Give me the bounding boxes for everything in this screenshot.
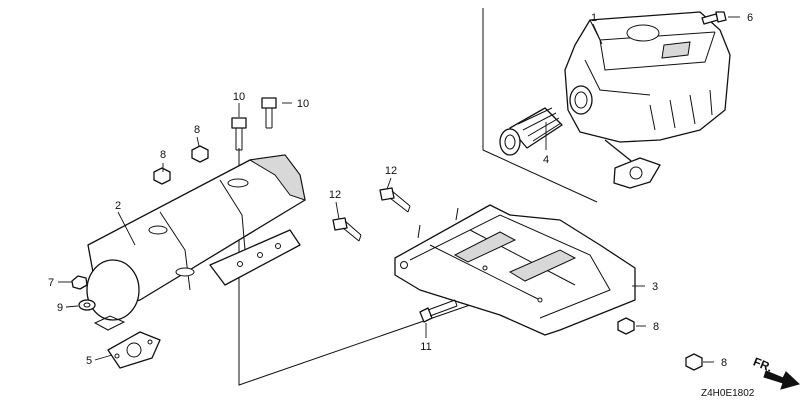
washer-9[interactable]	[78, 299, 96, 311]
muffler-stay[interactable]	[394, 204, 636, 336]
callouts: 1 6 4 2 3 5 7 9 8 8 8 8 10 10 12 12 11	[48, 12, 753, 369]
exhaust-gasket[interactable]	[107, 331, 161, 369]
inset-frame	[482, 8, 598, 203]
callout-12-b: 12	[329, 189, 341, 201]
nut-8-lone[interactable]	[685, 353, 703, 371]
callout-5: 5	[86, 355, 92, 367]
bolt-10-vertical[interactable]	[231, 117, 247, 151]
callout-8-d: 8	[721, 357, 727, 369]
spark-arrester[interactable]	[499, 107, 563, 156]
bolt-12-lower[interactable]	[332, 217, 362, 242]
callout-8-c: 8	[653, 321, 659, 333]
callout-4: 4	[543, 154, 549, 166]
callout-12-a: 12	[385, 165, 397, 177]
bolt-11[interactable]	[419, 299, 458, 323]
muffler-protector[interactable]	[86, 154, 306, 321]
callout-10-b: 10	[297, 98, 309, 110]
nut-7[interactable]	[71, 275, 88, 290]
nut-8-upper[interactable]	[191, 145, 209, 163]
muffler[interactable]	[564, 11, 731, 189]
callout-11: 11	[420, 341, 431, 353]
bolt-12-upper[interactable]	[379, 187, 411, 213]
callout-10-a: 10	[233, 91, 245, 103]
callout-7: 7	[48, 277, 54, 289]
front-direction-indicator: FR.	[751, 355, 800, 390]
front-arrow-icon	[763, 370, 800, 390]
bolt-6[interactable]	[701, 11, 727, 25]
callout-2: 2	[115, 200, 121, 212]
gasket-plate	[93, 315, 126, 331]
callout-3: 3	[652, 281, 658, 293]
nut-8-stay[interactable]	[617, 317, 635, 335]
callout-8-a: 8	[160, 149, 166, 161]
leader-lines	[58, 16, 740, 363]
callout-6: 6	[747, 12, 753, 24]
callout-8-b: 8	[194, 124, 200, 136]
callout-9: 9	[57, 302, 63, 314]
callout-1: 1	[591, 12, 597, 24]
diagram-code: Z4H0E1802	[701, 388, 755, 399]
front-label: FR.	[751, 355, 774, 375]
nut-8-middle[interactable]	[153, 167, 171, 185]
bolt-10-side[interactable]	[261, 97, 277, 129]
